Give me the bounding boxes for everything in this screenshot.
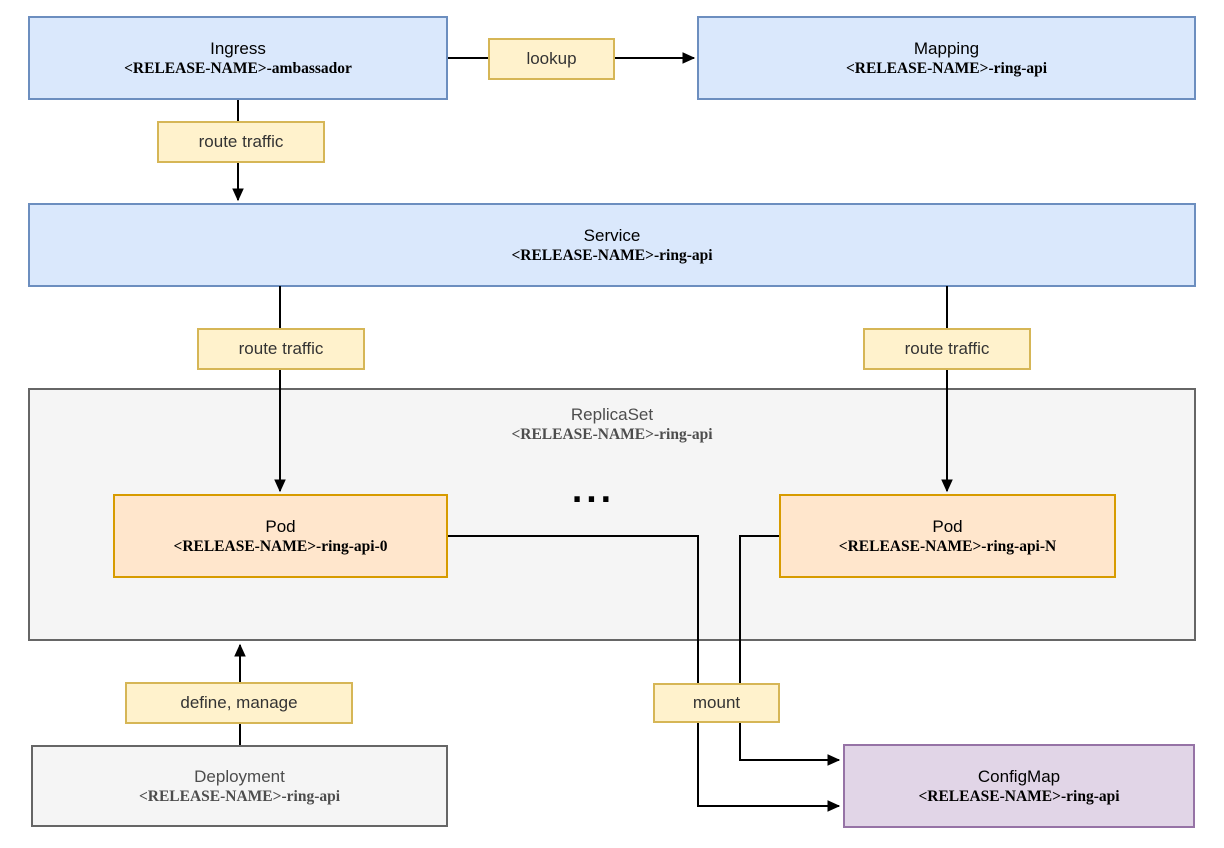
node-mapping: Mapping <RELEASE-NAME>-ring-api (697, 16, 1196, 100)
node-pod-0: Pod <RELEASE-NAME>-ring-api-0 (113, 494, 448, 578)
mapping-subtitle: <RELEASE-NAME>-ring-api (845, 59, 1048, 77)
replicaset-title: ReplicaSet (570, 405, 654, 424)
configmap-subtitle: <RELEASE-NAME>-ring-api (918, 787, 1120, 805)
ingress-title: Ingress (210, 38, 266, 58)
node-ingress: Ingress <RELEASE-NAME>-ambassador (28, 16, 448, 100)
node-service: Service <RELEASE-NAME>-ring-api (28, 203, 1196, 287)
edge-label-define-manage: define, manage (125, 682, 353, 724)
podn-title: Pod (932, 516, 963, 536)
ingress-subtitle: <RELEASE-NAME>-ambassador (124, 59, 352, 77)
mapping-title: Mapping (913, 38, 980, 58)
service-title: Service (583, 225, 641, 245)
podn-subtitle: <RELEASE-NAME>-ring-api-N (838, 537, 1057, 555)
edge-label-lookup: lookup (488, 38, 615, 80)
service-subtitle: <RELEASE-NAME>-ring-api (511, 246, 713, 264)
edge-label-route-traffic-pod0: route traffic (197, 328, 365, 370)
edge-label-route-traffic-podn: route traffic (863, 328, 1031, 370)
node-deployment: Deployment <RELEASE-NAME>-ring-api (31, 745, 448, 827)
pods-ellipsis: ... (571, 475, 615, 510)
node-pod-n: Pod <RELEASE-NAME>-ring-api-N (779, 494, 1116, 578)
edge-label-route-traffic-ingress: route traffic (157, 121, 325, 163)
node-configmap: ConfigMap <RELEASE-NAME>-ring-api (843, 744, 1195, 828)
pod0-title: Pod (265, 516, 296, 536)
configmap-title: ConfigMap (977, 766, 1061, 786)
deployment-subtitle: <RELEASE-NAME>-ring-api (138, 787, 341, 805)
replicaset-subtitle: <RELEASE-NAME>-ring-api (511, 426, 713, 444)
deployment-title: Deployment (194, 766, 285, 786)
pod0-subtitle: <RELEASE-NAME>-ring-api-0 (173, 537, 388, 555)
edge-label-mount: mount (653, 683, 780, 723)
